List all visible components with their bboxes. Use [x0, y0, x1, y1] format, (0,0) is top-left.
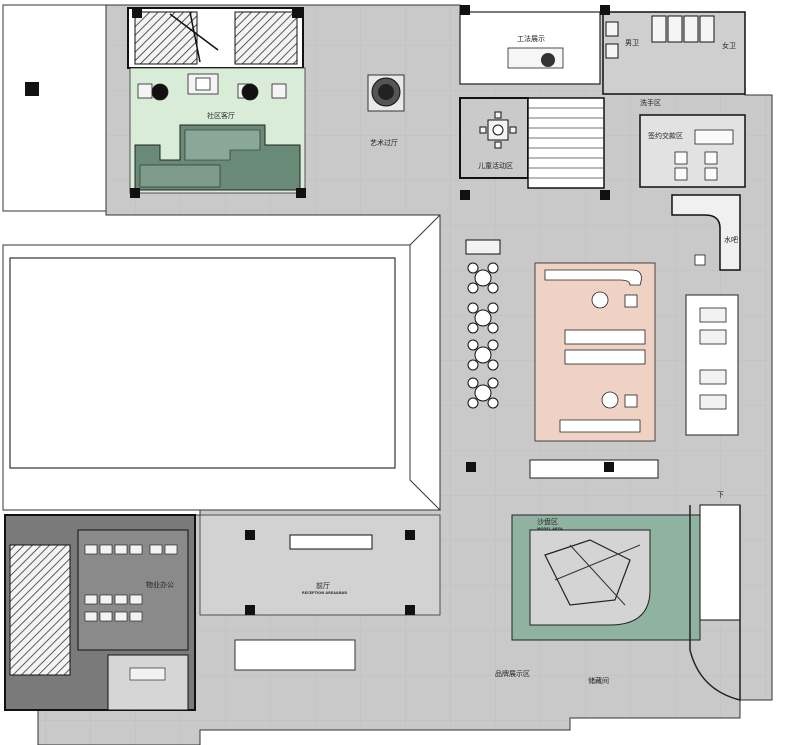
label-office: 物业办公	[146, 580, 174, 589]
lounge-seating	[137, 73, 287, 101]
label-male-restroom: 男卫	[625, 39, 639, 47]
booths	[685, 294, 739, 436]
bar-counter	[671, 194, 741, 271]
exterior-block-left	[2, 4, 107, 212]
label-craft-display: 工法展示	[517, 34, 545, 43]
stair-hatched-a	[134, 11, 198, 65]
label-bar: 水吧	[724, 235, 738, 244]
round-tables	[467, 262, 499, 409]
right-stair	[699, 504, 741, 621]
label-signing-area: 签约交款区	[648, 131, 683, 140]
courtyard-pool	[9, 257, 396, 469]
tree-icon	[371, 77, 401, 107]
label-sand-table-en: MODEL AREA	[537, 527, 563, 531]
display-counter	[529, 459, 659, 479]
main-stair	[527, 97, 605, 189]
office-desks	[84, 544, 178, 622]
label-lobby: 前厅	[316, 581, 330, 590]
lobby	[199, 514, 441, 616]
negotiation-furniture	[544, 269, 646, 433]
restroom-fixtures	[605, 15, 715, 59]
label-sand-table: 沙盘区	[537, 517, 558, 526]
stair-hatched-b	[234, 11, 298, 65]
label-wash-area: 洗手区	[640, 98, 661, 107]
office-stair	[9, 544, 71, 676]
label-stair-down: 下	[717, 491, 724, 499]
stair-treads	[528, 107, 604, 179]
sand-table	[529, 529, 651, 626]
label-female-restroom: 女卫	[722, 41, 736, 50]
columns	[130, 5, 614, 615]
plant-icon	[541, 53, 555, 67]
label-lobby-en: RECEPTION AREA&BAR	[302, 591, 347, 595]
signing-area	[639, 114, 746, 188]
label-community-lounge: 社区客厅	[207, 111, 235, 120]
craft-display	[459, 11, 601, 85]
column-exterior	[25, 82, 39, 96]
label-storage: 储藏间	[588, 676, 609, 685]
entrance-vestibule	[234, 639, 356, 671]
label-art-corridor: 艺术过厅	[370, 138, 398, 147]
label-kids-area: 儿童活动区	[478, 161, 513, 170]
label-brand-display: 品牌展示区	[495, 669, 530, 678]
